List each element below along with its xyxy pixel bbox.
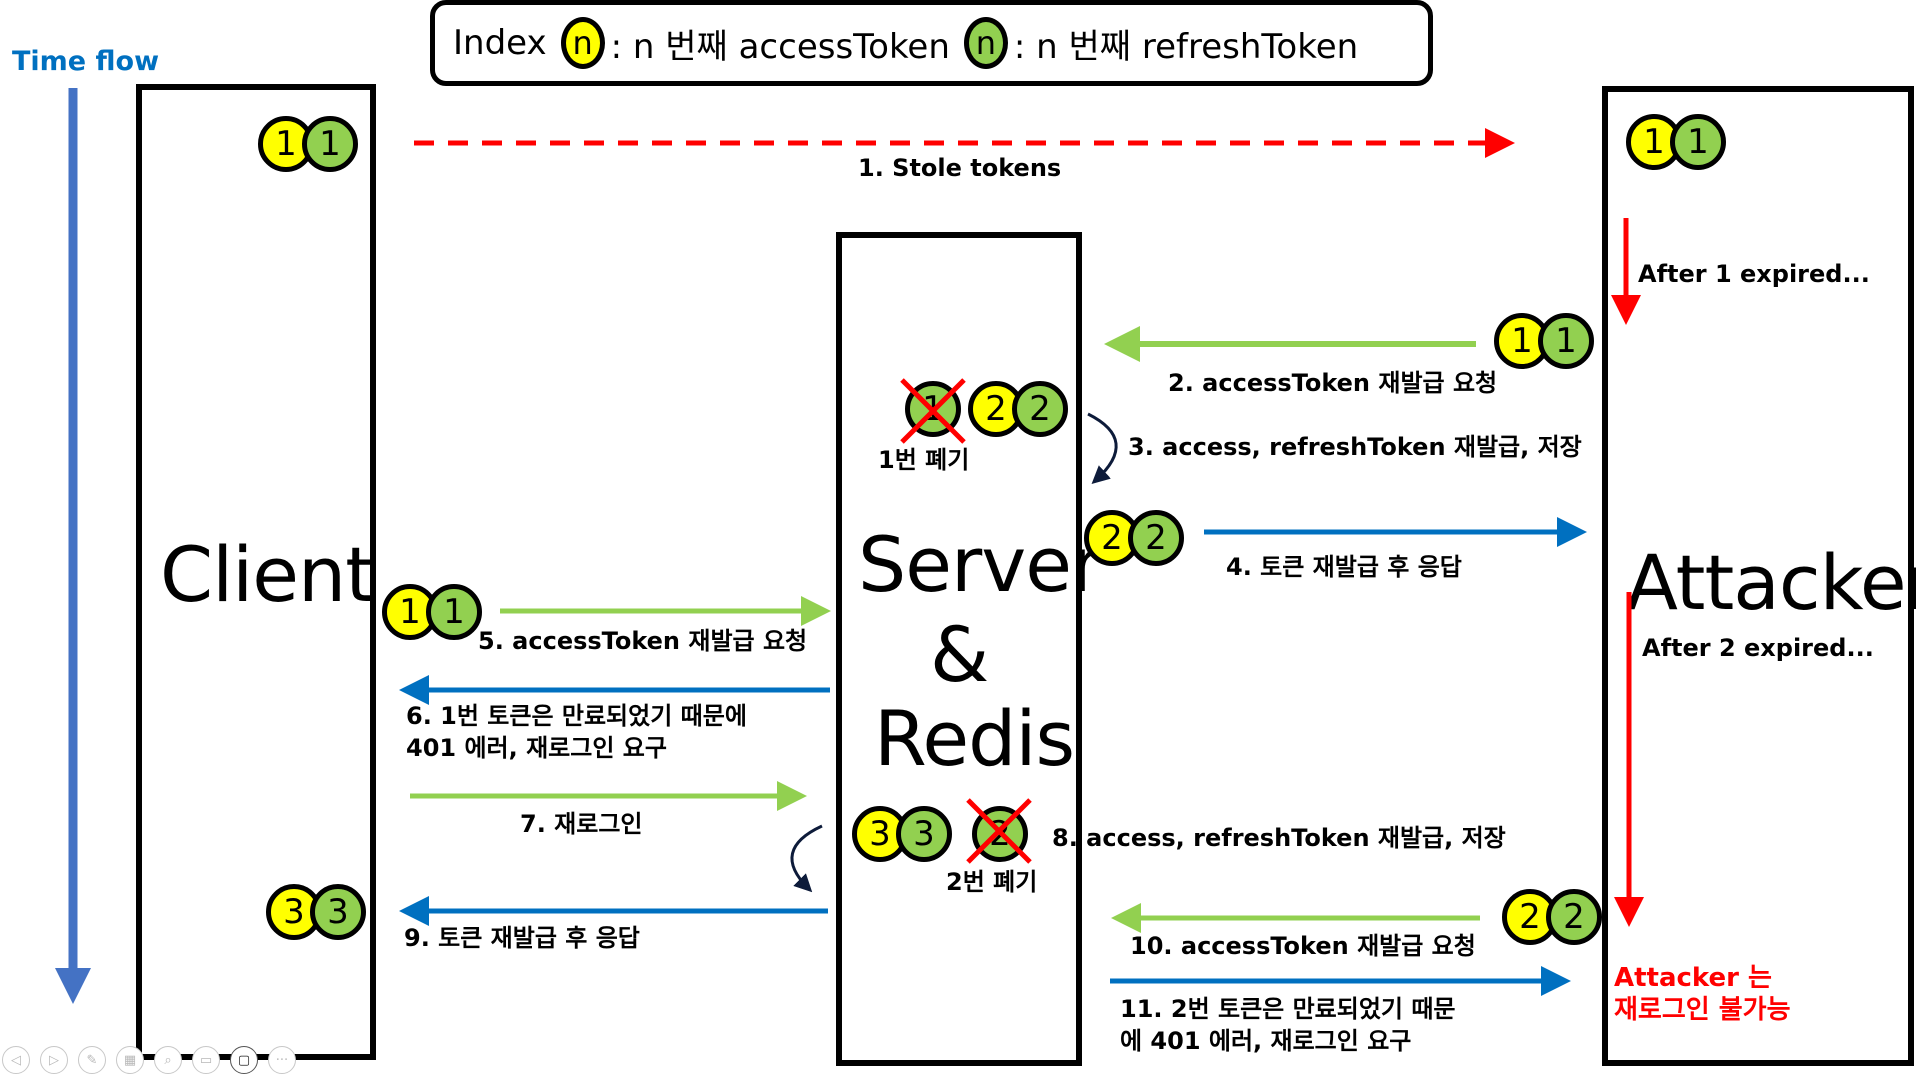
revoked-2-note: 2번 폐기	[946, 868, 1038, 896]
attacker-request-tokens-2: 2 2	[1502, 889, 1602, 945]
server-box	[836, 232, 1082, 1066]
step-3-label: 3. access, refreshToken 재발급, 저장	[1128, 433, 1582, 461]
more-options-button[interactable]: ···	[268, 1046, 296, 1074]
refresh-token-icon: 2	[1012, 381, 1068, 437]
after-2-expired-note: After 2 expired...	[1642, 634, 1874, 662]
refresh-token-icon: 1	[302, 116, 358, 172]
refresh-token-icon: 2	[1546, 889, 1602, 945]
access-token-icon: 1	[1626, 114, 1682, 170]
client-label: Client	[160, 530, 375, 619]
client-request-tokens: 1 1	[382, 584, 482, 640]
step-6-label-line1: 6. 1번 토큰은 만료되었기 때문에	[406, 702, 747, 730]
legend-refresh-token-icon: n	[963, 17, 1008, 69]
client-initial-tokens: 1 1	[258, 116, 358, 172]
camera-button[interactable]: ▢	[230, 1046, 258, 1074]
step-10-label: 10. accessToken 재발급 요청	[1130, 932, 1476, 960]
client-final-tokens: 3 3	[266, 884, 366, 940]
redis-label: Redis	[874, 694, 1075, 783]
step-1-label: 1. Stole tokens	[858, 154, 1062, 182]
attacker-label: Attacker	[1626, 538, 1916, 627]
revoked-x-icon	[900, 378, 966, 444]
refresh-token-icon: 3	[310, 884, 366, 940]
zoom-button[interactable]: ⌕	[154, 1046, 182, 1074]
server-issued-tokens-3: 3 3	[852, 806, 952, 862]
presentation-toolbar: ◁ ▷ ✎ ▦ ⌕ ▭ ▢ ···	[0, 1046, 296, 1078]
response-tokens-2: 2 2	[1084, 510, 1184, 566]
pen-tool-button[interactable]: ✎	[78, 1046, 106, 1074]
legend-box: Index n : n 번째 accessToken n : n 번째 refr…	[430, 0, 1433, 86]
step-9-label: 9. 토큰 재발급 후 응답	[404, 924, 640, 952]
step-4-label: 4. 토큰 재발급 후 응답	[1226, 553, 1462, 581]
previous-slide-button[interactable]: ◁	[2, 1046, 30, 1074]
legend-refresh-text: : n 번째 refreshToken	[1013, 26, 1359, 67]
step-6-label-line2: 401 에러, 재로그인 요구	[406, 734, 667, 762]
time-flow-label: Time flow	[12, 46, 160, 77]
server-ampersand: &	[930, 610, 989, 699]
access-token-icon: 2	[1502, 889, 1558, 945]
legend-refresh-symbol: n	[975, 24, 997, 62]
step-2-label: 2. accessToken 재발급 요청	[1168, 369, 1498, 397]
step-5-label: 5. accessToken 재발급 요청	[478, 627, 808, 655]
legend-access-token-icon: n	[560, 17, 605, 69]
step-11-label-line2: 에 401 에러, 재로그인 요구	[1120, 1027, 1412, 1055]
legend-prefix: Index	[453, 23, 547, 63]
server-label: Server	[858, 520, 1102, 609]
revoked-x-icon	[966, 798, 1032, 864]
attacker-request-tokens-1: 1 1	[1494, 313, 1594, 369]
step-11-label-line1: 11. 2번 토큰은 만료되었기 때문	[1120, 995, 1456, 1023]
after-1-expired-note: After 1 expired...	[1638, 260, 1870, 288]
legend-access-symbol: n	[572, 24, 593, 62]
step-7-label: 7. 재로그인	[520, 810, 643, 838]
see-all-slides-button[interactable]: ▦	[116, 1046, 144, 1074]
refresh-token-icon: 1	[426, 584, 482, 640]
refresh-token-icon: 1	[1538, 313, 1594, 369]
arrow-8-loop	[790, 824, 823, 893]
refresh-token-icon: 3	[896, 806, 952, 862]
revoked-1-note: 1번 폐기	[878, 446, 970, 474]
attacker-box	[1602, 86, 1914, 1066]
server-issued-tokens-2: 2 2	[968, 381, 1068, 437]
result-note-line1: Attacker 는	[1614, 963, 1772, 993]
next-slide-button[interactable]: ▷	[40, 1046, 68, 1074]
legend-access-text: : n 번째 accessToken	[610, 26, 950, 67]
arrow-3-loop	[1087, 412, 1118, 485]
attacker-initial-tokens: 1 1	[1626, 114, 1726, 170]
client-box	[136, 84, 376, 1060]
subtitles-button[interactable]: ▭	[192, 1046, 220, 1074]
refresh-token-icon: 1	[1670, 114, 1726, 170]
step-8-label: 8. access, refreshToken 재발급, 저장	[1052, 824, 1506, 852]
result-note-line2: 재로그인 불가능	[1614, 995, 1791, 1025]
refresh-token-icon: 2	[1128, 510, 1184, 566]
